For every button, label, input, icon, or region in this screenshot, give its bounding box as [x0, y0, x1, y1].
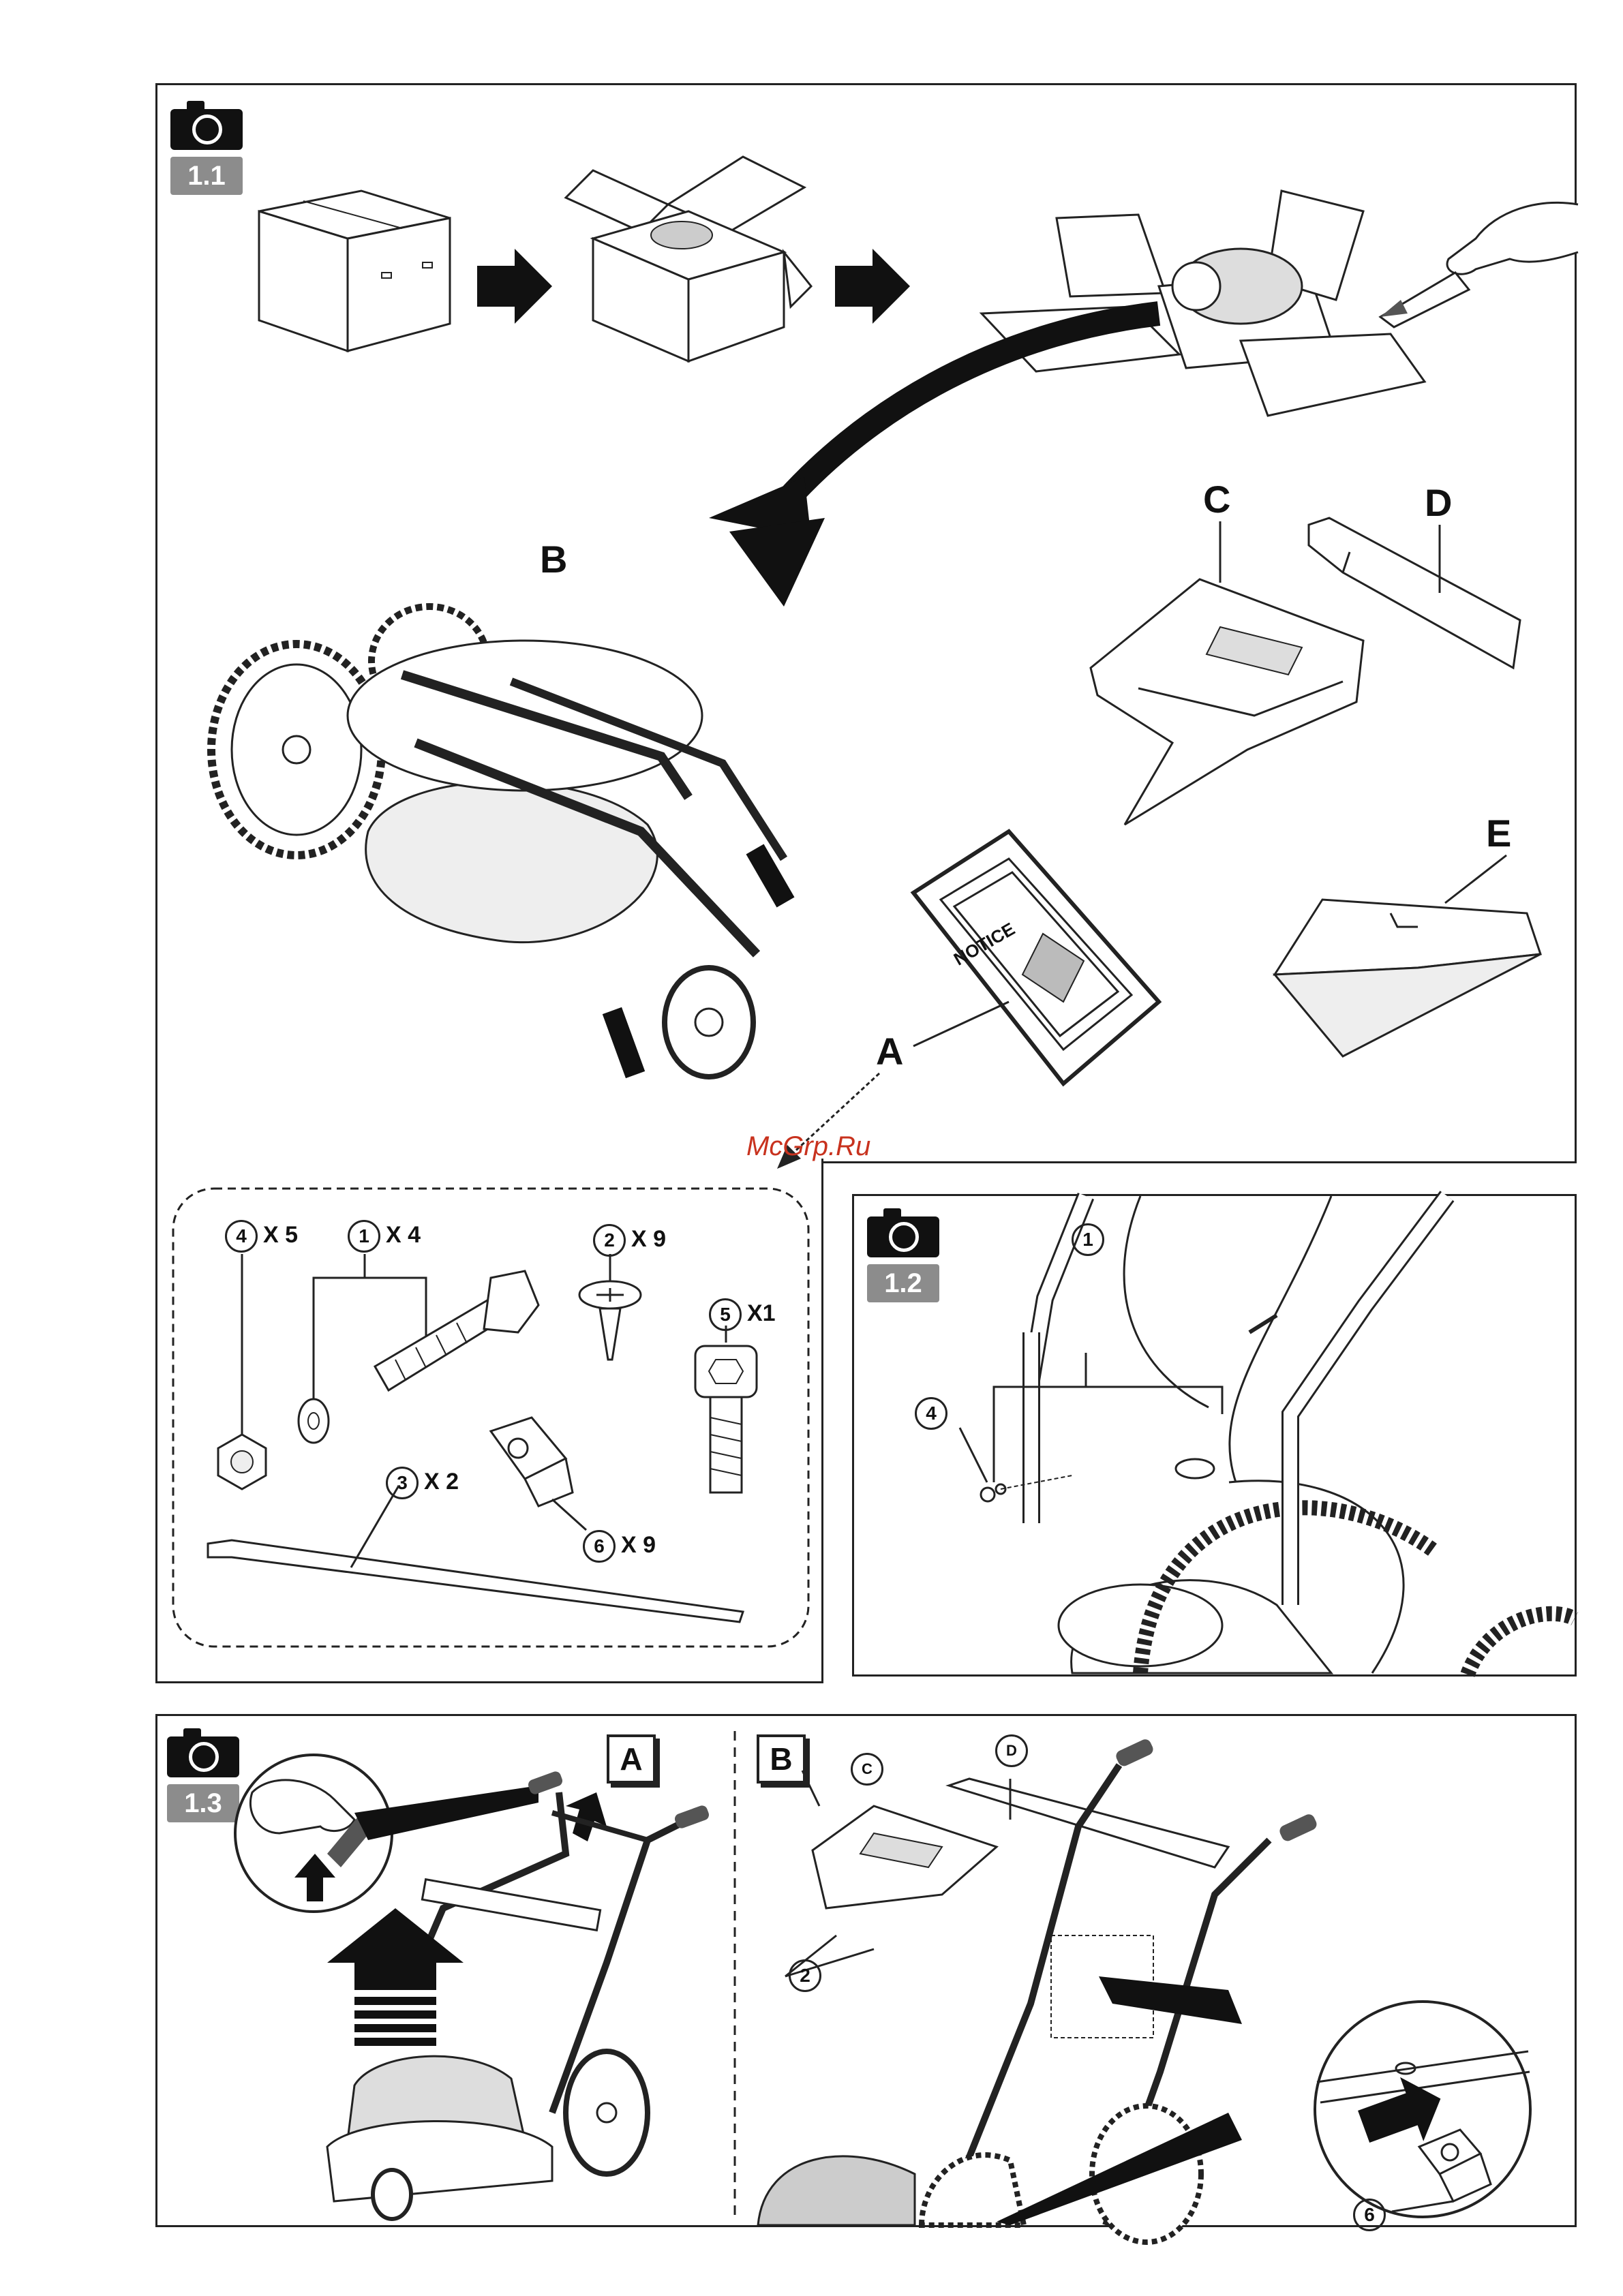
closed-box-illustration	[259, 191, 457, 354]
handle-assembly-illustration	[854, 1196, 1575, 1674]
figure-1-1-badge: 1.1	[170, 109, 243, 195]
callout-d: D	[995, 1734, 1028, 1767]
arrow-right-icon	[477, 249, 552, 324]
hand-with-cutter-icon	[1374, 198, 1578, 327]
figure-number: 1.1	[170, 157, 243, 195]
callout-6: 6	[1353, 2199, 1386, 2231]
leader-line	[1445, 855, 1513, 903]
callout-2: 2	[789, 1959, 821, 1992]
label-e: E	[1486, 811, 1511, 855]
callout-1: 1	[1072, 1223, 1104, 1256]
divider-line	[733, 1731, 737, 2222]
camera-icon	[170, 109, 243, 150]
manual-a-illustration	[907, 831, 1166, 1090]
leader-line	[913, 1002, 1016, 1050]
label-a: A	[876, 1029, 903, 1073]
cover-mount-illustration	[738, 1731, 1575, 2225]
leader-line	[1213, 521, 1227, 583]
handle-unfold-illustration	[170, 1731, 729, 2222]
arrow-right-icon	[835, 249, 910, 324]
bracket-d-illustration	[1309, 518, 1527, 682]
hardware-parts-illustration	[170, 1186, 811, 1649]
leader-line	[1433, 525, 1446, 593]
label-d: D	[1425, 480, 1452, 525]
callout-c: C	[851, 1753, 883, 1786]
label-b: B	[540, 537, 567, 581]
label-c: C	[1203, 477, 1230, 521]
watermark: McGrp.Ru	[746, 1131, 870, 1162]
mower-illustration	[170, 600, 832, 1131]
callout-4: 4	[915, 1397, 947, 1430]
deflector-e-illustration	[1268, 879, 1547, 1063]
